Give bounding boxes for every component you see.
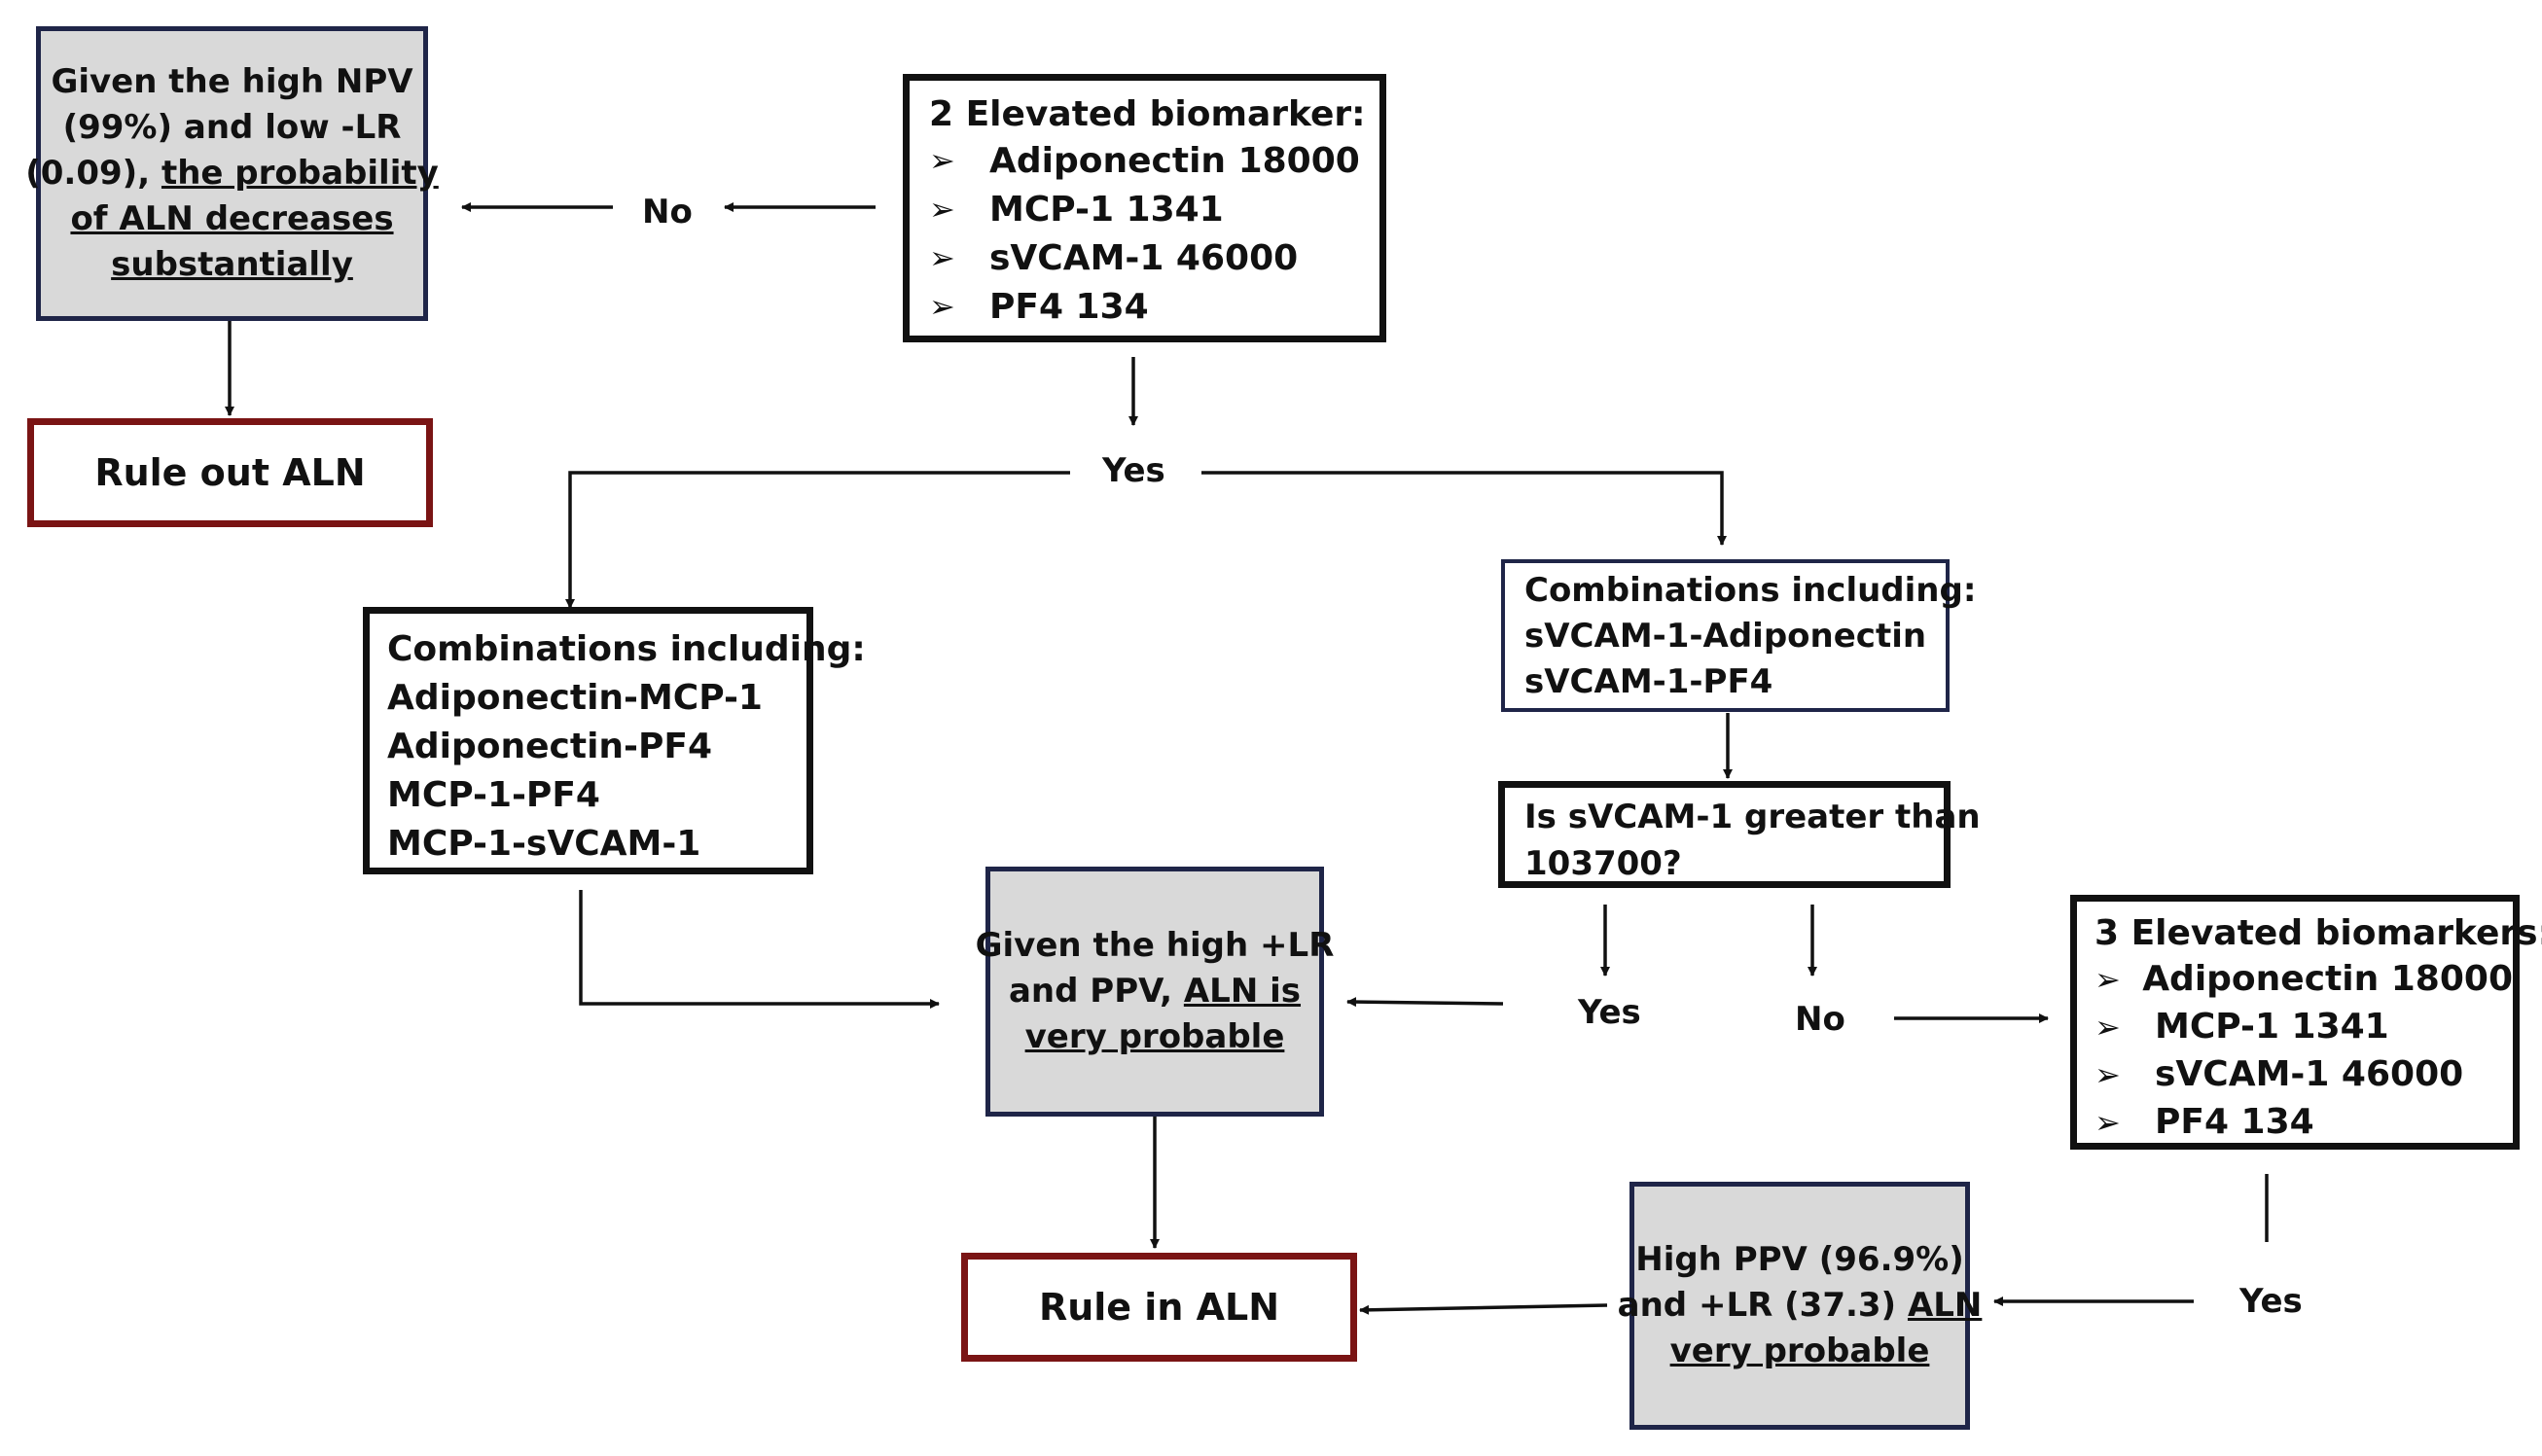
ppv-line-2-underlined: ALN [1907, 1286, 1983, 1325]
bullet-arrow-icon: ➢ [2094, 1008, 2121, 1046]
combination-item: Adiponectin-MCP-1 [387, 678, 763, 718]
rule-in-box: Rule in ALN [961, 1253, 1357, 1362]
two-biomarkers-box: 2 Elevated biomarker: ➢ Adiponectin 18000… [903, 74, 1386, 342]
combinations-left-box: Combinations including: Adiponectin-MCP-… [363, 607, 866, 874]
label-yes-top: Yes [1102, 451, 1165, 490]
svcam-threshold-question-box: Is sVCAM-1 greater than 103700? [1498, 781, 1981, 888]
bullet-arrow-icon: ➢ [929, 288, 955, 325]
plr-line-2-underlined: ALN is [1183, 972, 1302, 1011]
bullet-arrow-icon: ➢ [929, 142, 955, 179]
three-biomarkers-title: 3 Elevated biomarkers: [2094, 913, 2542, 953]
three-biomarkers-item: ➢ Adiponectin 18000 [2094, 955, 2513, 1003]
biomarker-label: PF4 134 [989, 286, 1149, 327]
three-biomarkers-box: 3 Elevated biomarkers: ➢ Adiponectin 1800… [2070, 895, 2542, 1150]
three-biomarkers-item: ➢ sVCAM-1 46000 [2094, 1050, 2513, 1098]
label-no-top: No [642, 193, 693, 231]
rule-out-box: Rule out ALN [27, 418, 433, 527]
combination-item: MCP-1-PF4 [387, 775, 600, 815]
combinations-left-title: Combinations including: [387, 629, 866, 669]
bullet-arrow-icon: ➢ [2094, 1103, 2121, 1141]
bullet-arrow-icon: ➢ [929, 239, 955, 276]
ppv-line-1: High PPV (96.9%) [1635, 1240, 1964, 1279]
ppv-conclusion-box: High PPV (96.9%) and +LR (37.3) ALN very… [1618, 1182, 1982, 1430]
combination-item: sVCAM-1-Adiponectin [1524, 617, 1927, 656]
plr-conclusion-box: Given the high +LR and PPV, ALN is very … [976, 867, 1334, 1117]
npv-conclusion-box: Given the high NPV (99%) and low -LR (0.… [25, 26, 439, 321]
combination-item: sVCAM-1-PF4 [1524, 662, 1773, 701]
arrow-yes-to-plr [1346, 997, 1504, 1008]
biomarker-label: sVCAM-1 46000 [2155, 1054, 2464, 1094]
biomarker-label: MCP-1 1341 [989, 189, 1224, 230]
npv-line-2: (99%) and low -LR [62, 108, 402, 147]
plr-line-2-plain: and PPV, [1008, 972, 1184, 1011]
npv-line-4: of ALN decreases [70, 199, 394, 238]
bullet-arrow-icon: ➢ [2094, 960, 2121, 998]
arrow-yes-to-combo-right [1201, 471, 1727, 546]
npv-line-3-plain: (0.09), [25, 154, 161, 193]
question-line-2: 103700? [1524, 844, 1682, 883]
npv-line-1: Given the high NPV [51, 62, 413, 101]
npv-line-3-underlined: the probability [161, 154, 439, 193]
two-biomarkers-item: ➢ MCP-1 1341 [929, 185, 1379, 233]
question-line-1: Is sVCAM-1 greater than [1524, 798, 1981, 836]
npv-line-5: substantially [111, 245, 353, 284]
ppv-line-2: and +LR (37.3) ALN [1618, 1283, 1983, 1329]
combination-item: MCP-1-sVCAM-1 [387, 824, 701, 864]
two-biomarkers-item: ➢ sVCAM-1 46000 [929, 233, 1379, 282]
biomarker-label: MCP-1 1341 [2155, 1007, 2389, 1047]
label-yes-mid: Yes [1578, 993, 1641, 1032]
two-biomarkers-item: ➢ Adiponectin 18000 [929, 136, 1379, 185]
biomarker-label: Adiponectin 18000 [989, 140, 1360, 181]
label-no-mid: No [1795, 1000, 1845, 1039]
two-biomarkers-item: ➢ PF4 134 [929, 282, 1379, 331]
biomarker-label: PF4 134 [2155, 1102, 2314, 1142]
bullet-arrow-icon: ➢ [929, 191, 955, 228]
arrow-ppv-to-rulein [1359, 1303, 1608, 1315]
combinations-right-title: Combinations including: [1524, 571, 1977, 610]
combination-item: Adiponectin-PF4 [387, 727, 713, 766]
arrow-yes-to-combo-left [565, 471, 1070, 609]
arrow-combo-left-to-plr [579, 890, 940, 1009]
rule-out-label: Rule out ALN [94, 451, 366, 494]
npv-line-3: (0.09), the probability [25, 151, 439, 196]
three-biomarkers-item: ➢ PF4 134 [2094, 1098, 2513, 1146]
biomarker-label: sVCAM-1 46000 [989, 237, 1299, 278]
label-yes-bottom: Yes [2239, 1282, 2303, 1321]
biomarker-label: Adiponectin 18000 [2142, 959, 2513, 999]
ppv-line-2-plain: and +LR (37.3) [1617, 1286, 1908, 1325]
bullet-arrow-icon: ➢ [2094, 1055, 2121, 1093]
plr-line-2: and PPV, ALN is [1009, 969, 1301, 1014]
three-biomarkers-item: ➢ MCP-1 1341 [2094, 1003, 2513, 1050]
ppv-line-3: very probable [1669, 1332, 1930, 1370]
two-biomarkers-title: 2 Elevated biomarker: [929, 94, 1366, 134]
rule-in-label: Rule in ALN [1038, 1286, 1280, 1329]
plr-line-1: Given the high +LR [975, 926, 1335, 965]
plr-line-3: very probable [1024, 1017, 1285, 1056]
combinations-right-box: Combinations including: sVCAM-1-Adiponec… [1501, 559, 1977, 712]
